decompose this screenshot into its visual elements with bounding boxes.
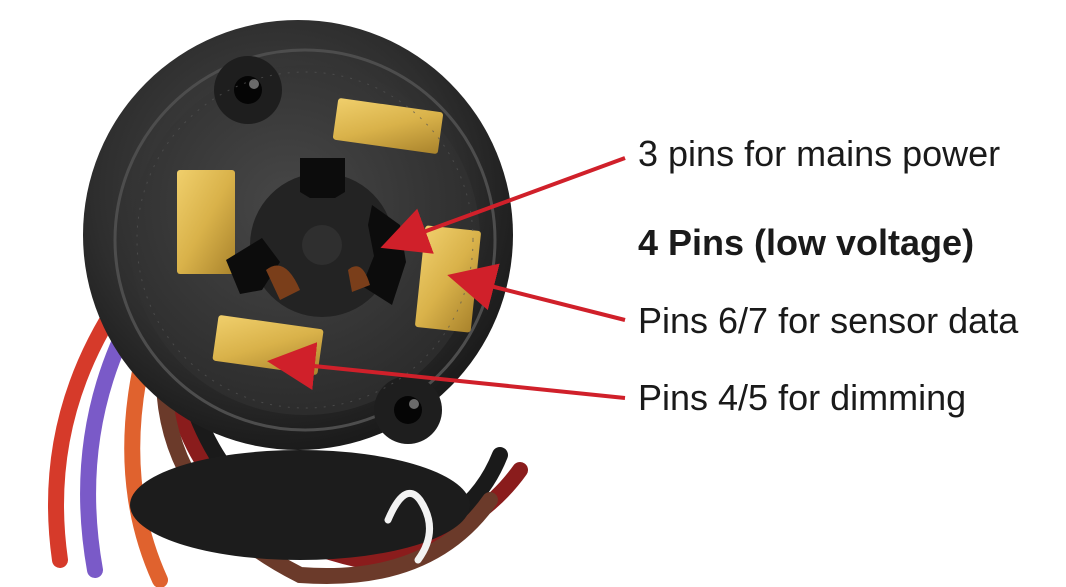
wire	[155, 337, 498, 584]
receptacle-inner-ring	[113, 48, 497, 432]
label-low-voltage: 4 Pins (low voltage)	[638, 222, 975, 263]
cable-tie	[384, 489, 433, 564]
mounting-hole-bottom	[374, 376, 442, 444]
arrow-sensor-data	[447, 263, 626, 322]
low-voltage-pin-top	[332, 98, 444, 154]
molded-ring-markings	[136, 71, 474, 409]
label-mains-power: 3 pins for mains power	[638, 133, 1001, 174]
low-voltage-pin-left	[177, 170, 235, 274]
sensor-data-pin	[415, 225, 481, 333]
arrow-mains-power	[380, 156, 626, 254]
wire	[48, 292, 128, 568]
label-dimming: Pins 4/5 for dimming	[638, 377, 967, 418]
callout-arrows	[267, 156, 626, 400]
photocontrol-receptacle	[83, 20, 513, 560]
mounting-hole-top	[214, 56, 282, 124]
arrow-dimming	[267, 342, 626, 400]
receptacle-base-shadow	[130, 450, 470, 560]
label-sensor-data: Pins 6/7 for sensor data	[638, 300, 1019, 341]
